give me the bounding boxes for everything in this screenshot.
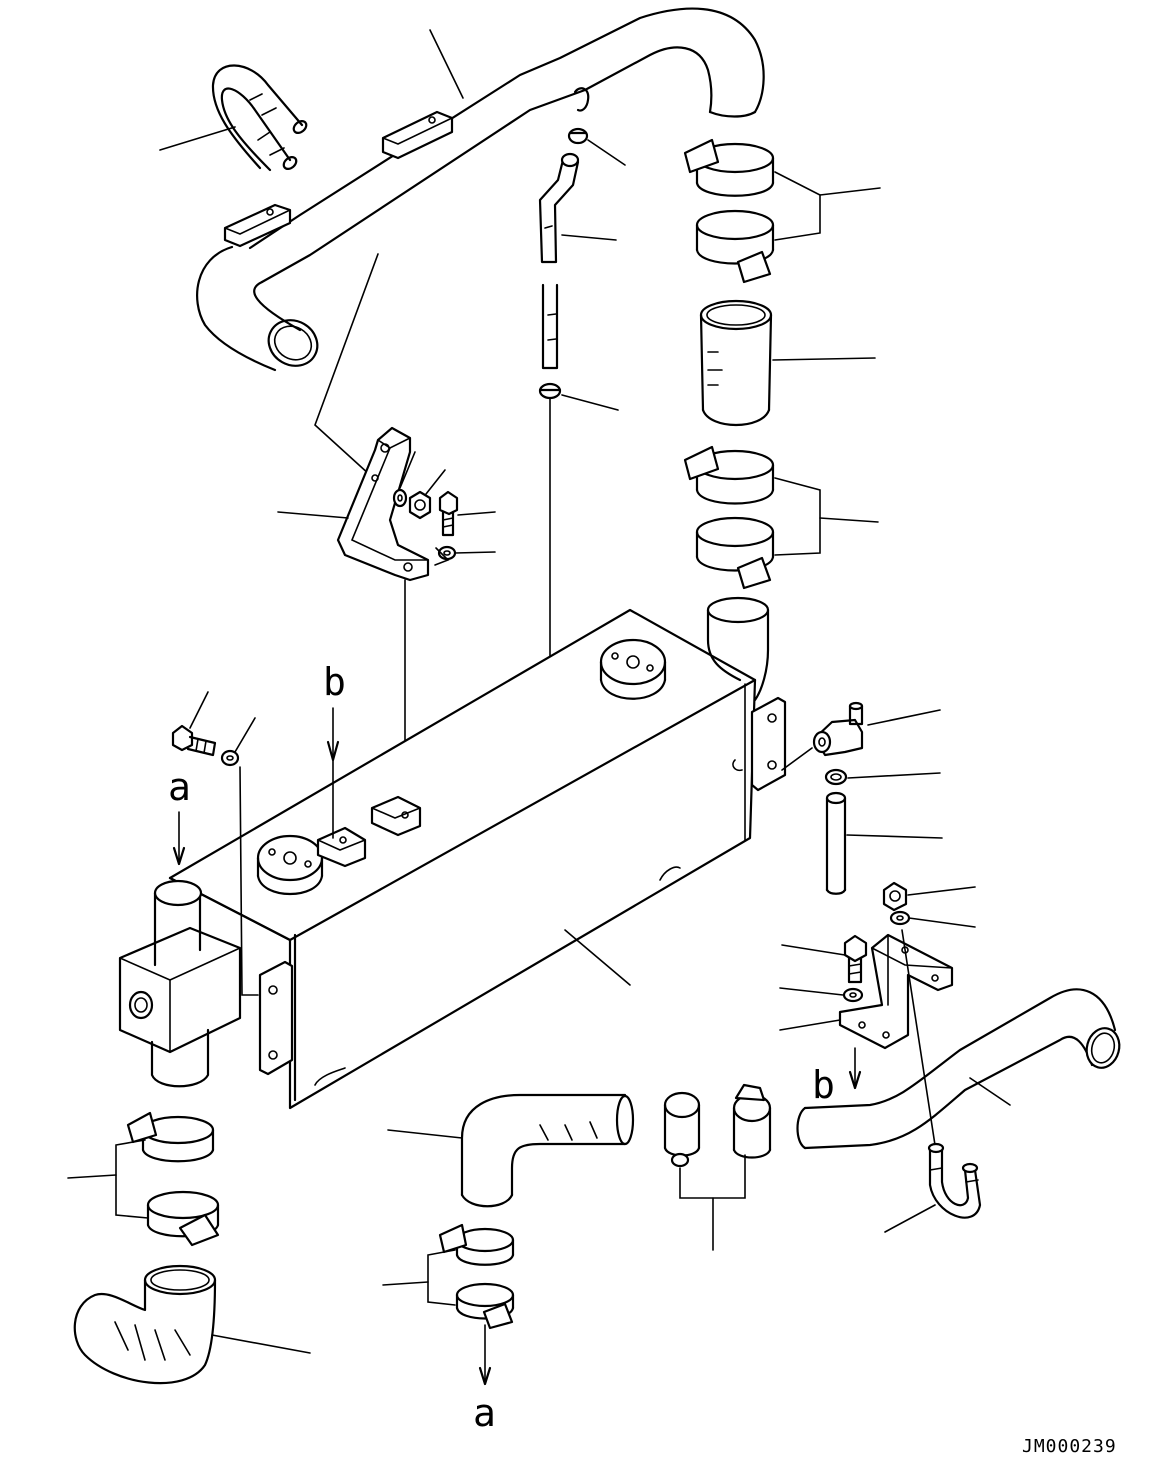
marker-b-top-label: b (323, 660, 346, 704)
clamp-pair-2 (683, 445, 775, 590)
clamp-pair-1 (683, 138, 775, 284)
washer-upper (392, 488, 408, 508)
u-hose-lower (927, 1142, 982, 1219)
leader-small-tube-right (846, 834, 943, 839)
nut-upper (408, 490, 432, 520)
leader-lower-bracket (779, 1019, 841, 1031)
leader-u-hose-lower (884, 1204, 936, 1233)
leader-washer-left (234, 717, 256, 753)
drawing-code: JM000239 (1022, 1436, 1117, 1457)
marker-a-bottom: a (473, 1324, 496, 1435)
lower-elbow-hose (460, 1093, 635, 1208)
marker-a-top: a (168, 765, 191, 866)
leader-lower-left-elbow (211, 1334, 311, 1354)
marker-b-bottom-label: b (812, 1063, 835, 1107)
leader-hose-sleeve (772, 357, 876, 361)
cooler-body (118, 596, 787, 1110)
leader-small-hose (561, 234, 617, 241)
washer-left (220, 749, 240, 767)
leader-clamp-pair-2 (819, 517, 879, 523)
small-tube-right (825, 791, 847, 895)
leader-bolt-left (189, 691, 209, 729)
brace-clamp-pair-5 (115, 1139, 149, 1219)
hose-sleeve (699, 299, 773, 427)
small-clip-right (824, 768, 848, 786)
bolt-left (171, 724, 217, 757)
leader-upper-bracket (277, 511, 349, 519)
washer-lower (889, 910, 911, 926)
leader-nut-lower (907, 886, 976, 896)
u-hose-upper (211, 64, 308, 172)
leader-lower-right-pipe (969, 1077, 1011, 1106)
brace-clamp-pair-4 (427, 1249, 456, 1306)
leader-lower-elbow-hose (387, 1129, 463, 1139)
leader-air-vent-valve (867, 709, 941, 726)
lower-right-pipe (796, 988, 1121, 1150)
leader-clamp-pair-1 (819, 187, 881, 196)
leader-bolt-upper (457, 511, 496, 516)
bolt-lower (843, 934, 868, 984)
lower-bracket (838, 929, 954, 1146)
lower-left-elbow (73, 1264, 217, 1385)
leader-washer-upper-2 (454, 551, 496, 554)
leader-washer-upper (399, 451, 416, 489)
marker-a-bottom-label: a (473, 1391, 496, 1435)
clamp-pair-5 (126, 1111, 220, 1247)
brace-clamp-pair-3 (679, 1154, 746, 1199)
leader-upper-pipe (429, 29, 464, 99)
air-vent-valve (812, 701, 864, 757)
centerline-bolt-left (239, 766, 259, 996)
leader-washer-lower-2 (779, 987, 844, 996)
marker-b-bottom: b (812, 1047, 862, 1107)
leader-clip-top (587, 139, 626, 166)
leader-clamp-pair-5 (67, 1174, 117, 1179)
marker-b-top: b (323, 660, 346, 839)
leader-small-clip-right (847, 772, 941, 779)
leader-clip-mid (561, 394, 619, 411)
upper-pipe (196, 7, 765, 372)
leader-bracket-to-pipe (314, 253, 379, 476)
washer-lower-2 (842, 987, 864, 1003)
leader-nut-upper (425, 469, 446, 495)
leader-cooler-body (564, 929, 631, 986)
marker-a-top-label: a (168, 765, 191, 809)
brace-clamp-pair-1 (774, 171, 821, 241)
leader-bolt-lower (781, 944, 846, 956)
centerline-air-vent (781, 747, 813, 771)
clamp-pair-3 (663, 1083, 772, 1168)
leader-washer-lower (908, 917, 976, 928)
leader-u-hose-upper (159, 126, 236, 151)
nut-lower (882, 881, 908, 912)
clamp-pair-4 (438, 1223, 515, 1330)
leader-clamp-pair-4 (382, 1281, 429, 1286)
brace-clamp-pair-2 (774, 477, 821, 556)
bolt-upper (438, 490, 459, 537)
